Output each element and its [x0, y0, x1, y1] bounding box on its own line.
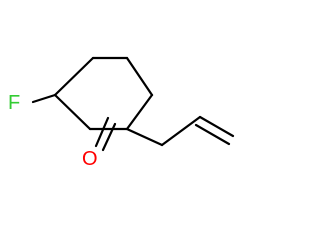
- ring-bond-c4-c5: [125, 93, 154, 131]
- molecule-diagram: F O: [8, 56, 235, 170]
- ring-bond-c3-c4: [125, 56, 154, 97]
- c-o-double-bond-2: [101, 122, 117, 152]
- c-f-bond: [31, 93, 57, 104]
- allyl-double-bond-1: [198, 115, 235, 138]
- oxygen-atom-label: O: [82, 148, 98, 170]
- ring-bond-c6-c1: [53, 93, 92, 131]
- allyl-bond-2: [160, 115, 202, 147]
- ring-bond-c1-c2: [53, 56, 95, 97]
- c-o-double-bond-1: [94, 116, 110, 148]
- allyl-bond-1: [125, 127, 164, 147]
- allyl-double-bond-2: [194, 123, 231, 146]
- fluorine-atom-label: F: [8, 92, 20, 114]
- structure-canvas: F O: [8, 56, 235, 170]
